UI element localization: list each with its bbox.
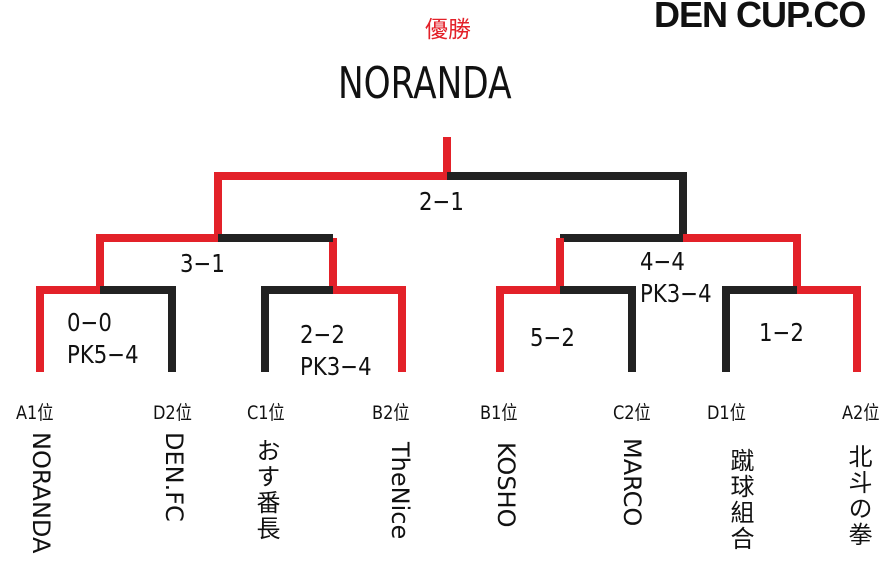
site-logo: DEN CUP.CO (654, 0, 866, 35)
team-name: MARCO (618, 438, 646, 527)
qf1-score: 0−0 PK5−4 (67, 308, 139, 369)
qf4-winner-line (797, 286, 861, 372)
team-name: 北斗の拳 (844, 444, 872, 548)
team-name: KOSHO (492, 442, 520, 528)
team-name: NORANDA (27, 432, 55, 554)
champion-name: NORANDA (338, 58, 512, 109)
team-name: おす番長 (252, 438, 280, 542)
qf3-score: 5−2 (530, 323, 575, 352)
seed-label: D1位 (707, 402, 746, 424)
qf4-score: 1−2 (759, 318, 804, 347)
qf4-loser-line (722, 286, 797, 372)
seed-label: A2位 (842, 402, 880, 424)
team-name: 蹴球組合 (726, 448, 754, 552)
seed-label: C2位 (613, 402, 651, 424)
final-winner-line (214, 137, 451, 238)
team-name: TheNice (386, 442, 414, 540)
qf1-loser-line (100, 286, 176, 372)
champion-label: 優勝 (425, 17, 471, 43)
semi-right-score: 4−4 PK3−4 (640, 247, 712, 308)
qf2-loser-line (261, 286, 333, 372)
qf2-score: 2−2 PK3−4 (300, 320, 372, 381)
seed-label: B1位 (480, 402, 518, 424)
qf3-winner-line (496, 286, 560, 372)
qf3-loser-line (560, 286, 636, 372)
final-loser-line (447, 172, 687, 238)
team-name: DEN.FC (160, 432, 188, 522)
final-score: 2−1 (419, 187, 464, 216)
qf1-winner-line (36, 286, 100, 372)
seed-label: C1位 (247, 402, 285, 424)
qf2-winner-line (333, 286, 406, 372)
semi-left-score: 3−1 (180, 249, 225, 278)
seed-label: A1位 (16, 402, 54, 424)
semi-right-winner-line (683, 234, 801, 290)
seed-label: B2位 (372, 402, 410, 424)
seed-label: D2位 (153, 402, 192, 424)
semi-left-winner-line (96, 234, 218, 290)
